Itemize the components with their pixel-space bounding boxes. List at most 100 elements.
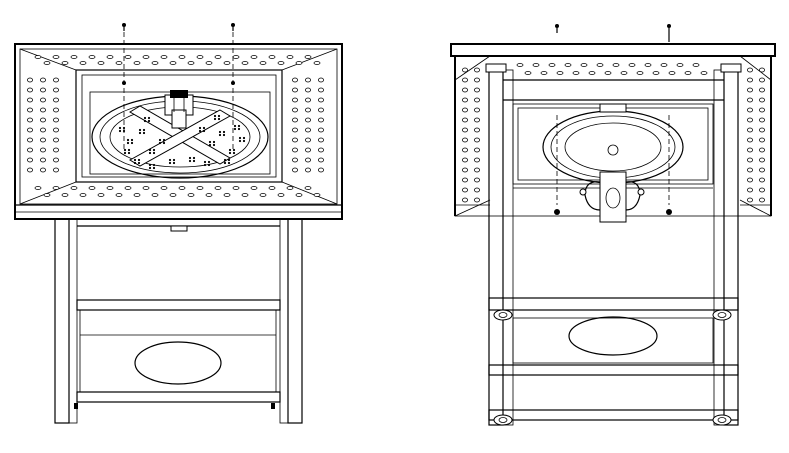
burner-dot — [232, 151, 236, 155]
frame-hole — [115, 193, 123, 197]
frame-hole — [747, 187, 753, 193]
burner-dot — [237, 124, 241, 128]
burner-dot — [223, 161, 227, 165]
frame-hole — [604, 71, 612, 75]
frame-hole — [759, 77, 765, 83]
frame-hole — [40, 167, 46, 173]
frame-hole — [40, 97, 46, 103]
frame-hole — [305, 87, 311, 93]
frame-hole — [305, 137, 311, 143]
frame-hole — [160, 186, 168, 190]
frame-hole — [187, 193, 195, 197]
burner-dot — [148, 163, 152, 167]
frame-hole — [474, 97, 480, 103]
frame-hole — [70, 186, 78, 190]
frame-hole — [133, 61, 141, 65]
frame-hole — [474, 77, 480, 83]
burner-dot — [242, 139, 246, 143]
burner-dot — [127, 151, 131, 155]
frame-hole — [27, 127, 33, 133]
burner-dot — [202, 126, 206, 130]
frame-hole — [462, 137, 468, 143]
frame-hole — [43, 61, 51, 65]
frame-hole — [241, 61, 249, 65]
frame-hole — [305, 107, 311, 113]
frame-hole — [277, 61, 285, 65]
burner-dot — [168, 158, 172, 162]
frame-hole — [259, 193, 267, 197]
frame-hole — [70, 55, 78, 59]
frame-hole — [652, 71, 660, 75]
frame-hole — [305, 127, 311, 133]
burner-dot — [162, 141, 166, 145]
frame-hole — [474, 137, 480, 143]
frame-hole — [747, 97, 753, 103]
frame-hole — [318, 157, 324, 163]
frame-hole — [747, 157, 753, 163]
burner-dot — [222, 133, 226, 137]
frame-hole — [318, 117, 324, 123]
burner-dot — [192, 159, 196, 163]
frame-hole — [462, 157, 468, 163]
frame-hole — [27, 147, 33, 153]
burner-dot — [208, 140, 212, 144]
frame-hole — [88, 55, 96, 59]
burner-dot — [172, 161, 176, 165]
frame-hole — [61, 61, 69, 65]
frame-hole — [692, 63, 700, 67]
frame-hole — [40, 117, 46, 123]
burner-dot — [238, 136, 242, 140]
burner-dot — [137, 161, 141, 165]
frame-hole — [27, 137, 33, 143]
frame-hole — [232, 186, 240, 190]
frame-hole — [305, 157, 311, 163]
frame-hole — [747, 167, 753, 173]
burner-dot — [142, 131, 146, 135]
frame-hole — [53, 137, 59, 143]
frame-hole — [628, 63, 636, 67]
frame-hole — [53, 97, 59, 103]
frame-hole — [474, 157, 480, 163]
burner-dot — [142, 128, 146, 132]
frame-hole — [580, 63, 588, 67]
frame-hole — [474, 127, 480, 133]
burner-dot — [152, 151, 156, 155]
frame-hole — [178, 186, 186, 190]
burner-dot — [130, 138, 134, 142]
right-tank-opening — [568, 316, 658, 356]
right-lower-shelf — [488, 297, 739, 421]
frame-hole — [27, 87, 33, 93]
frame-hole — [40, 137, 46, 143]
burner-dot — [148, 166, 152, 170]
frame-hole — [97, 193, 105, 197]
frame-hole — [241, 193, 249, 197]
frame-hole — [644, 63, 652, 67]
left-frame-top — [14, 43, 343, 220]
frame-hole — [34, 55, 42, 59]
frame-hole — [462, 167, 468, 173]
frame-hole — [124, 186, 132, 190]
burner-dot — [118, 126, 122, 130]
left-legs — [54, 218, 303, 424]
frame-hole — [27, 97, 33, 103]
frame-hole — [747, 177, 753, 183]
burner-dot — [212, 143, 216, 147]
frame-hole — [474, 187, 480, 193]
frame-hole — [759, 167, 765, 173]
frame-hole — [612, 63, 620, 67]
burner-dot — [133, 158, 137, 162]
frame-hole — [250, 55, 258, 59]
burner-dot — [148, 148, 152, 152]
frame-hole — [474, 67, 480, 73]
frame-hole — [305, 147, 311, 153]
frame-hole — [52, 186, 60, 190]
frame-hole — [27, 107, 33, 113]
frame-hole — [572, 71, 580, 75]
burner-dot — [212, 140, 216, 144]
frame-hole — [196, 55, 204, 59]
frame-hole — [223, 61, 231, 65]
frame-hole — [259, 61, 267, 65]
burner-dot — [223, 158, 227, 162]
frame-hole — [564, 63, 572, 67]
